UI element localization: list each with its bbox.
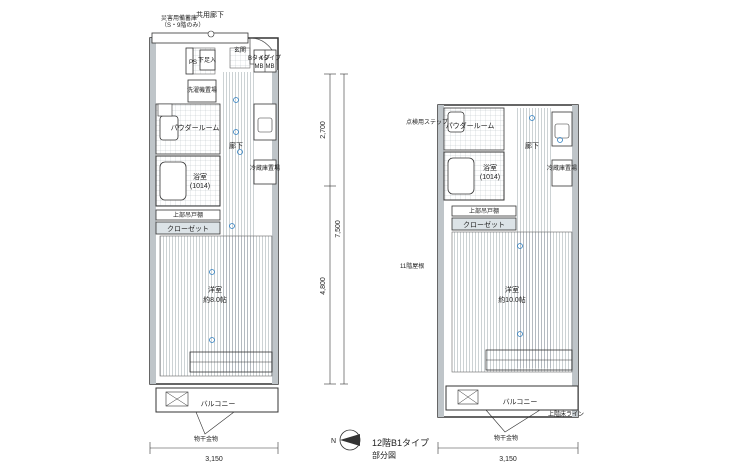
label-mb2: MB (266, 64, 275, 70)
dimensions-left (149, 73, 348, 454)
label-powder-room: パウダールーム (171, 123, 220, 132)
left-wall-fill (150, 38, 156, 384)
label-disaster-note: （S・9階のみ） (161, 21, 204, 29)
label-ps: PS (189, 60, 197, 66)
dim-7500: 7,500 (335, 220, 342, 238)
western-room-floor (160, 236, 272, 376)
label-genkan: 玄関 (234, 46, 246, 54)
compass: N (331, 429, 361, 451)
label-right-western: 洋室 (505, 285, 519, 294)
label-right-bath: 浴室 (483, 163, 497, 172)
label-balcony: バルコニー (201, 400, 236, 408)
label-closet: クローゼット (167, 224, 209, 233)
ps-box (185, 47, 194, 75)
closet (155, 221, 221, 235)
upper-shelf (155, 209, 221, 221)
label-right-top: 点検用ステップ (406, 118, 448, 126)
marker-circle (207, 30, 215, 38)
dim-3150-left: 3,150 (205, 456, 223, 463)
label-right-western-size: 約10.0帖 (498, 295, 526, 304)
powder-shelf (157, 103, 173, 117)
dim-2700: 2,700 (320, 121, 327, 139)
right-wall-fill (272, 70, 278, 384)
label-washer: 洗濯機置場 (187, 86, 217, 94)
electrical-markers (209, 97, 243, 343)
left-plan: 災害用備蓄庫 （S・9階のみ） 共用廊下 玄関 PS 下足入 Bタイプ Aタイプ… (149, 10, 348, 463)
label-right-fridge: 冷蔵庫置場 (547, 164, 577, 172)
hardware-leader (195, 411, 235, 435)
label-corridor: 廊下 (229, 141, 243, 150)
partial-label: 部分図 (372, 450, 396, 460)
label-upper-line: 上階床ライン (548, 410, 584, 418)
type-title: 12階B1タイプ (372, 438, 429, 448)
label-11f-roof: 11階屋根 (400, 262, 424, 270)
dim-3150-right: 3,150 (499, 456, 517, 463)
label-bath: 浴室 (193, 172, 207, 181)
label-mb: MB (255, 64, 264, 70)
label-disaster-storage: 災害用備蓄庫 (161, 14, 197, 22)
label-shoe-box: 下足入 (198, 57, 216, 64)
label-meter-b: Aタイプ (259, 54, 281, 62)
label-right-powder: パウダールーム (446, 121, 495, 130)
label-meter-a: Bタイプ (248, 54, 270, 62)
label-right-closet: クローゼット (463, 220, 505, 229)
label-right-balcony: バルコニー (503, 398, 538, 406)
dim-4800: 4,800 (320, 277, 327, 295)
north-label: N (331, 438, 336, 445)
right-plan: 点検用ステップ パウダールーム 廊下 冷蔵庫置場 浴室 (1014) 上部吊戸棚… (400, 104, 584, 463)
fridge-space (253, 159, 277, 185)
label-western-size: 約8.0帖 (203, 295, 227, 304)
bathtub (159, 161, 187, 201)
label-fridge: 冷蔵庫置場 (250, 164, 280, 172)
label-right-shelf: 上部吊戸棚 (469, 207, 499, 215)
shoe-box (199, 49, 216, 71)
label-right-bath-size: (1014) (480, 174, 500, 181)
label-western: 洋室 (208, 285, 222, 294)
label-right-hardware: 物干金物 (494, 434, 518, 442)
label-common-corridor: 共用廊下 (196, 10, 224, 19)
label-upper-shelf: 上部吊戸棚 (173, 211, 203, 219)
label-hardware: 物干金物 (194, 435, 218, 443)
disaster-storage-box (151, 32, 249, 44)
label-right-corridor: 廊下 (525, 141, 539, 150)
washer-space (187, 79, 217, 103)
label-bath-size: (1014) (190, 183, 210, 190)
